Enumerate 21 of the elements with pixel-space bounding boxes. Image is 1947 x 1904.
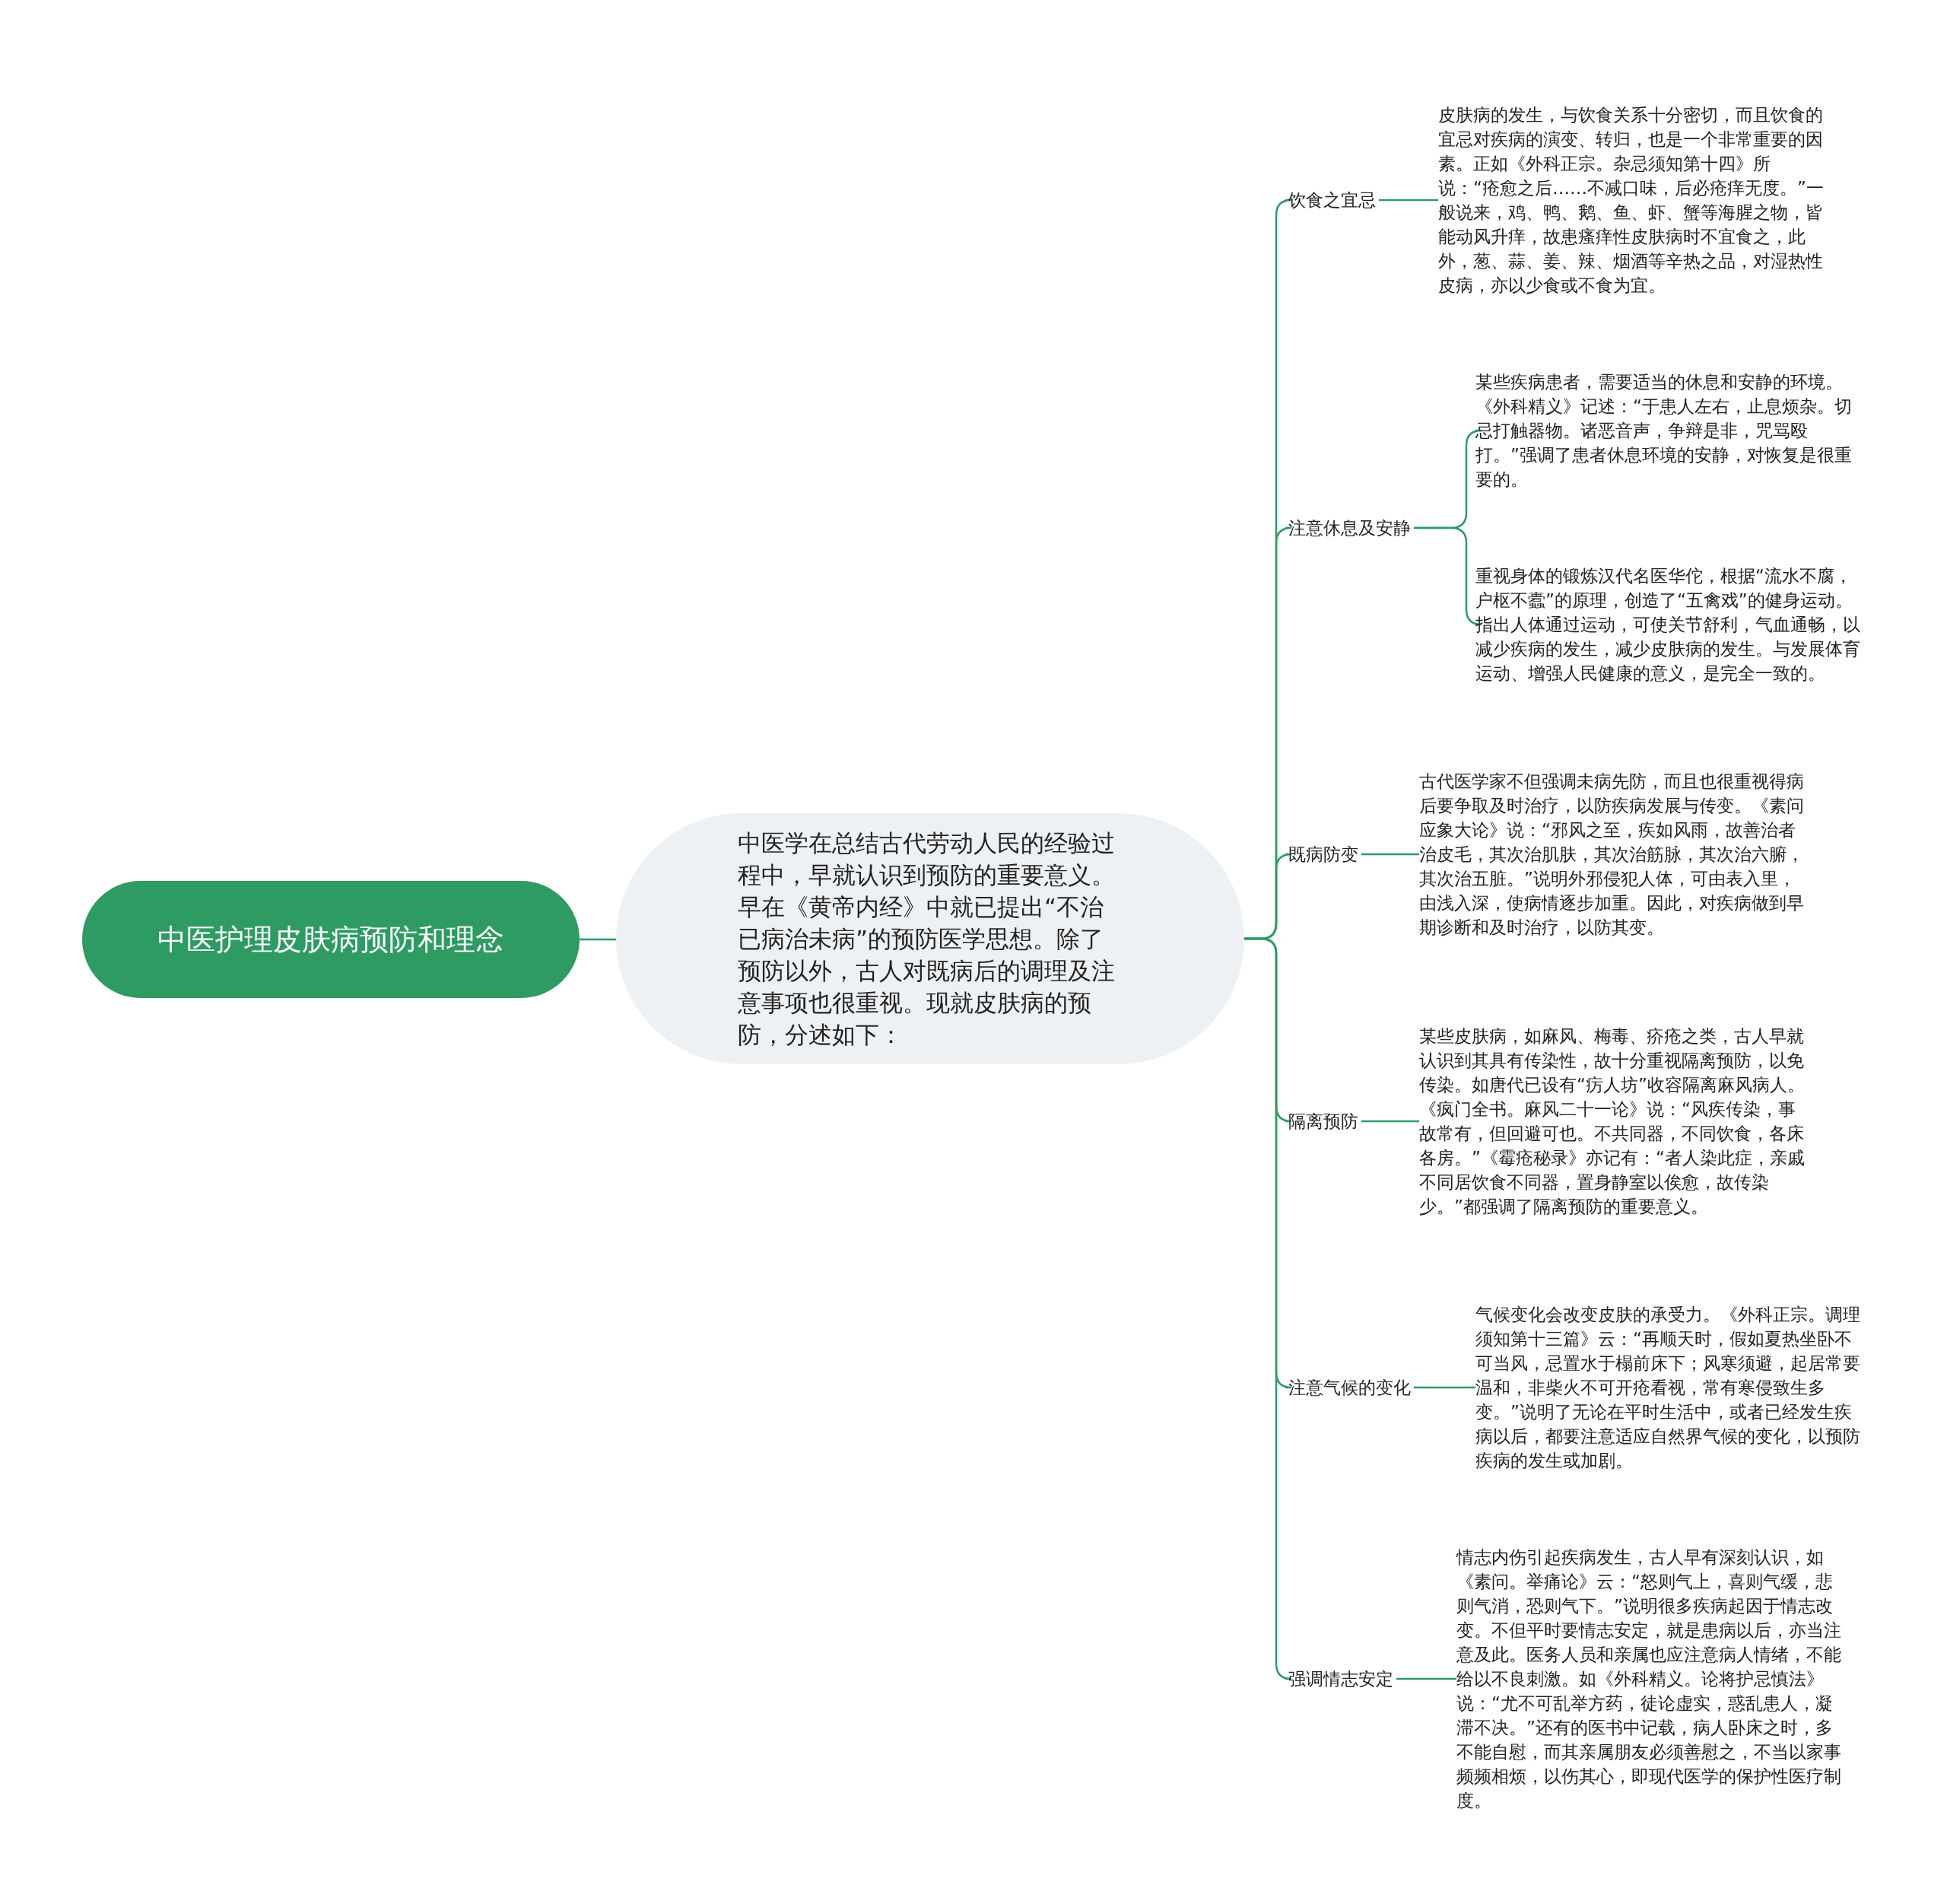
- connector-line: [1379, 199, 1438, 202]
- connector-line: [1414, 1386, 1475, 1389]
- branch-label: 隔离预防: [1285, 1110, 1361, 1133]
- branch-label: 注意休息及安静: [1285, 517, 1414, 539]
- connector-line: [1396, 1677, 1456, 1680]
- connector-line: [1361, 1120, 1419, 1123]
- branch-label: 饮食之宜忌: [1285, 189, 1379, 211]
- connector-line: [1244, 937, 1293, 1680]
- note-text: 古代医学家不但强调未病先防，而且也很重视得病后要争取及时治疗，以防疾病发展与传变。《素问应象大论》说：“邪风之至，疾如风雨，故善治者治皮毛，其次治肌肤，其次治筋脉，其次治六腑，其次治五脏。”说明外邪侵犯人体，可由表入里，由浅入深，使病情逐步加重。因此，对疾病做到早期诊断和及时治疗，以防其变。: [1419, 769, 1809, 939]
- connector-line: [1361, 853, 1419, 856]
- branch-label: 注意气候的变化: [1285, 1376, 1414, 1399]
- note-text: 重视身体的锻炼汉代名医华佗，根据“流水不腐，户枢不蠹”的原理，创造了“五禽戏”的健身运动。指出人体通过运动，可使关节舒利，气血通畅，以减少疾病的发生，减少皮肤病的发生。与发展体育运动、增强人民健康的意义，是完全一致的。: [1475, 564, 1865, 685]
- branch-label: 强调情志安定: [1285, 1667, 1396, 1690]
- topic-pill: 中医护理皮肤病预防和理念: [82, 881, 580, 998]
- note-text: 皮肤病的发生，与饮食关系十分密切，而且饮食的宜忌对疾病的演变、转归，也是一个非常重要的因素。正如《外科正宗。杂忌须知第十四》所说：“疮愈之后……不减口味，后必疮痒无度。”一般说来，鸡、鸭、鹅、鱼、虾、蟹等海腥之物，皆能动风升痒，故患瘙痒性皮肤病时不宜食之，此外，葱、蒜、姜、辣、烟酒等辛热之品，对湿热性皮病，亦以少食或不食为宜。: [1438, 103, 1828, 297]
- note-text: 某些皮肤病，如麻风、梅毒、疥疮之类，古人早就认识到其具有传染性，故十分重视隔离预防，以免传染。如唐代已设有“疠人坊”收容隔离麻风病人。《疯门全书。麻风二十一论》说：“风疾传染，事故常有，但回避可也。不共同器，不同饮食，各床各房。”《霉疮秘录》亦记有：“者人染此症，亲戚不同居饮食不同器，置身静室以俟愈，故传染少。”都强调了隔离预防的重要意义。: [1419, 1024, 1809, 1219]
- note-text: 情志内伤引起疾病发生，古人早有深刻认识，如《素问。举痛论》云：“怒则气上，喜则气缓，悲则气消，恐则气下。”说明很多疾病起因于情志改变。不但平时要情志安定，就是患病以后，亦当注意及此。医务人员和亲属也应注意病人情绪，不能给以不良刺激。如《外科精义。论将护忌慎法》说：“尤不可乱举方药，徒论虚实，惑乱患人，凝滞不决。”还有的医书中记载，病人卧床之时，多不能自慰，而其亲属朋友必须善慰之，不当以家事频频相烦，以伤其心，即现代医学的保护性医疗制度。: [1456, 1545, 1846, 1813]
- connector-line: [580, 938, 616, 941]
- branch-label: 既病防变: [1285, 843, 1361, 866]
- note-text: 某些疾病患者，需要适当的休息和安静的环境。《外科精义》记述：“于患人左右，止息烦杂。切忌打触器物。诸恶音声，争辩是非，咒骂殴打。”强调了患者休息环境的安静，对恢复是很重要的。: [1475, 370, 1865, 491]
- note-text: 气候变化会改变皮肤的承受力。《外科正宗。调理须知第十三篇》云：“再顺天时，假如夏热坐卧不可当风，忌置水于榻前床下；风寒须避，起居常要温和，非柴火不可开疮看视，常有寒侵致生多变。”说明了无论在平时生活中，或者已经发生疾病以后，都要注意适应自然界气候的变化，以预防疾病的发生或加剧。: [1475, 1302, 1865, 1473]
